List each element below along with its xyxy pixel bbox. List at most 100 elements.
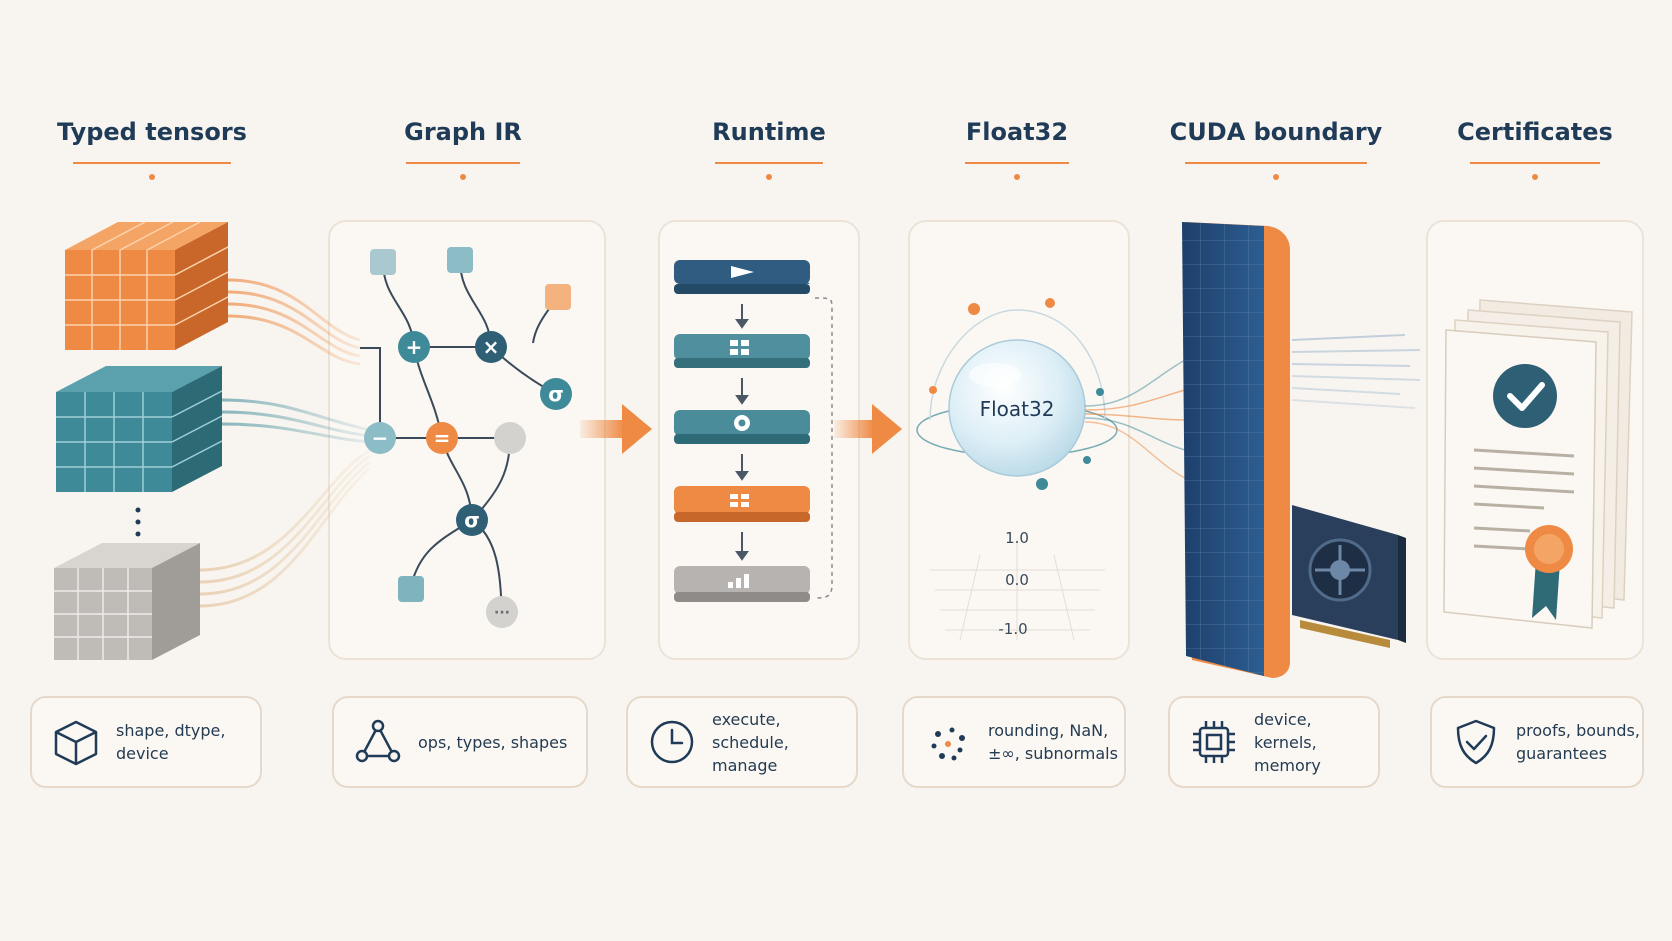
teal-tensor-block <box>56 366 223 492</box>
arrow-graph-to-runtime <box>580 404 652 454</box>
blank-node <box>494 422 526 454</box>
stage-title-float32: Float32 <box>965 118 1069 146</box>
desc-line: ops, types, shapes <box>418 732 568 752</box>
desc-runtime: execute, schedule, manage <box>712 708 856 777</box>
desc-float32: rounding, NaN, ±∞, subnormals <box>988 719 1118 765</box>
certificate-stack <box>1443 299 1633 629</box>
desc-line: ±∞, subnormals <box>988 744 1118 763</box>
equals-node <box>426 422 458 454</box>
bars-icon <box>728 574 749 588</box>
sigma-label: σ <box>464 508 480 532</box>
title-underline <box>406 162 520 164</box>
title-dot <box>149 174 155 180</box>
desc-cuda-boundary: device, kernels, memory <box>1254 708 1378 777</box>
runtime-layer-orange <box>674 486 810 522</box>
minus-label: − <box>372 426 389 450</box>
title-dot <box>1273 174 1279 180</box>
title-dot <box>1532 174 1538 180</box>
title-underline <box>965 162 1069 164</box>
desc-card-certificates: proofs, bounds, guarantees <box>1430 696 1644 788</box>
particle <box>1096 388 1104 396</box>
desc-line: guarantees <box>1516 744 1607 763</box>
particle <box>1036 478 1048 490</box>
axis-tick: 1.0 <box>1005 529 1029 547</box>
gpu-card <box>1292 505 1406 648</box>
plus-label: + <box>406 335 423 359</box>
desc-line: rounding, NaN, <box>988 721 1109 740</box>
desc-line: shape, dtype, device <box>116 721 226 763</box>
desc-card-float32: rounding, NaN, ±∞, subnormals <box>902 696 1126 788</box>
title-dot <box>766 174 772 180</box>
play-icon <box>731 266 754 278</box>
desc-line: manage <box>712 755 778 775</box>
cuda-boundary-slab <box>1182 222 1290 678</box>
float32-sphere-group: Float32 <box>916 298 1118 490</box>
square-node <box>398 576 424 602</box>
square-node <box>545 284 571 310</box>
title-underline <box>1470 162 1600 164</box>
title-dot <box>460 174 466 180</box>
runtime-layer-gear <box>674 410 810 444</box>
title-underline <box>73 162 231 164</box>
title-underline <box>715 162 823 164</box>
stage-title-runtime: Runtime <box>712 118 826 146</box>
square-node <box>370 249 396 275</box>
desc-graph-ir: ops, types, shapes <box>418 731 567 754</box>
desc-line: device, kernels, <box>1254 709 1317 752</box>
runtime-layer-grid <box>674 334 810 368</box>
ribbon-seal-icon <box>1525 525 1573 620</box>
desc-card-typed-tensors: shape, dtype, device <box>30 696 262 788</box>
title-dot <box>1014 174 1020 180</box>
graph-nodes: + × σ − = σ ··· <box>364 247 572 628</box>
chip-icon <box>1193 721 1235 763</box>
times-label: × <box>483 335 500 359</box>
desc-card-graph-ir: ops, types, shapes <box>332 696 588 788</box>
desc-line: proofs, bounds, <box>1516 721 1640 740</box>
desc-card-runtime: execute, schedule, manage <box>626 696 858 788</box>
axis-tick: -1.0 <box>998 620 1027 638</box>
arrow-runtime-to-float32 <box>834 404 902 454</box>
gray-tensor-block <box>54 543 200 660</box>
grid-icon <box>730 494 749 507</box>
graph-icon <box>355 719 401 763</box>
orbit-arc <box>929 309 1106 421</box>
orange-tensor-block <box>65 221 229 350</box>
ellipsis-dots <box>135 507 141 537</box>
particle <box>929 386 937 394</box>
stage-title-cuda-boundary: CUDA boundary <box>1169 118 1383 146</box>
certificate-lines <box>1473 448 1575 551</box>
more-node <box>486 596 518 628</box>
grid-icon <box>730 340 749 355</box>
sphere-label: Float32 <box>980 397 1055 421</box>
square-node <box>447 247 473 273</box>
runtime-stack <box>674 260 833 602</box>
runtime-down-arrows <box>735 304 749 561</box>
cube-icon <box>54 720 98 766</box>
minus-node <box>364 422 396 454</box>
particle <box>1083 456 1091 464</box>
more-label: ··· <box>494 605 510 621</box>
desc-line: execute, schedule, <box>712 709 789 752</box>
rays-to-boundary <box>1084 359 1186 479</box>
tensor-flow-ribbons <box>199 278 371 608</box>
shield-check-icon <box>1456 719 1496 765</box>
desc-card-cuda-boundary: device, kernels, memory <box>1168 696 1380 788</box>
sigma-label: σ <box>548 382 564 406</box>
runtime-layer-play <box>674 260 810 294</box>
runtime-layer-gray <box>674 566 810 602</box>
boundary-streaks <box>1291 334 1421 409</box>
clock-icon <box>650 720 694 764</box>
dots-icon <box>931 727 965 761</box>
float32-grid <box>930 540 1105 641</box>
particle <box>968 303 980 315</box>
particle <box>1045 298 1055 308</box>
stage-title-certificates: Certificates <box>1457 118 1613 146</box>
equals-label: = <box>434 426 451 450</box>
times-node <box>475 331 507 363</box>
desc-typed-tensors: shape, dtype, device <box>116 719 260 765</box>
sigma-node <box>456 504 488 536</box>
desc-line: memory <box>1254 755 1321 775</box>
sigma-node <box>540 378 572 410</box>
